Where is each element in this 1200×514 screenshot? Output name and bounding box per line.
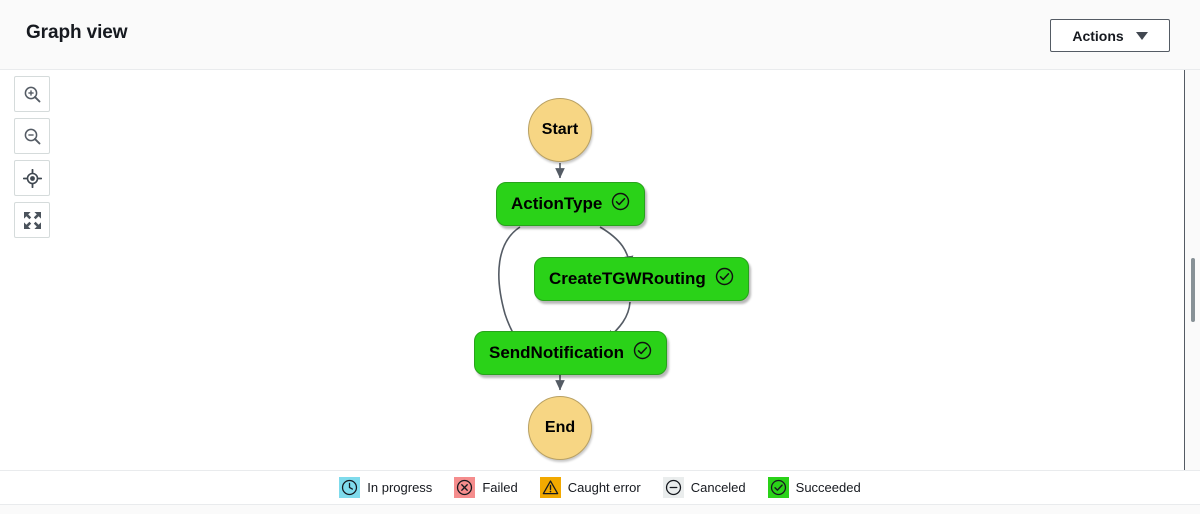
page-title: Graph view [26,22,128,43]
canvas-scrollbar-thumb[interactable] [1191,258,1195,322]
graph-node-sendnotification-label: SendNotification [489,343,625,362]
graph-node-start[interactable]: Start [528,98,592,162]
legend-item-caught-error: Caught error [539,477,641,498]
zoom-in-button[interactable] [14,76,50,112]
legend-label-caught-error: Caught error [567,480,641,495]
legend-label-in-progress: In progress [367,480,433,495]
chevron-down-icon [1135,31,1148,40]
minus-circle-icon [662,477,684,498]
status-legend: In progress Failed Caught error [0,470,1200,504]
center-focus-icon [22,168,42,188]
legend-item-in-progress: In progress [339,477,432,498]
zoom-out-button[interactable] [14,118,50,154]
clock-icon [339,477,361,498]
canvas-scrollbar-track[interactable] [1184,70,1200,470]
legend-label-canceled: Canceled [690,480,746,495]
fullscreen-icon [23,211,42,230]
actions-button[interactable]: Actions [1050,19,1170,52]
legend-item-succeeded: Succeeded [767,477,861,498]
graph-node-createtgwrouting[interactable]: CreateTGWRouting [534,257,749,301]
zoom-toolbar [14,76,50,238]
graph-node-start-label: Start [541,121,579,138]
check-circle-icon [611,192,630,216]
graph-node-sendnotification[interactable]: SendNotification [474,331,668,375]
x-circle-icon [454,477,476,498]
graph-canvas[interactable]: Start ActionType CreateTGWRouting SendNo… [0,70,1200,470]
legend-label-failed: Failed [482,480,518,495]
check-circle-icon [767,477,789,498]
zoom-out-icon [23,127,42,146]
check-circle-icon [633,341,652,365]
graph-node-createtgwrouting-label: CreateTGWRouting [549,269,706,288]
center-button[interactable] [14,160,50,196]
graph-node-actiontype[interactable]: ActionType [496,182,646,226]
warning-triangle-icon [539,477,561,498]
actions-button-label: Actions [1072,27,1124,44]
graph-node-actiontype-label: ActionType [511,194,603,213]
zoom-in-icon [23,85,42,104]
edge-actiontype-to-sendnotification [498,226,521,343]
graph-node-end-label: End [544,419,576,436]
check-circle-icon [715,267,734,291]
legend-item-failed: Failed [454,477,518,498]
graph-node-end[interactable]: End [528,396,592,460]
footer-strip [0,504,1200,514]
panel-header: Graph view Actions [0,0,1200,70]
legend-label-succeeded: Succeeded [795,480,861,495]
fullscreen-button[interactable] [14,202,50,238]
legend-item-canceled: Canceled [662,477,746,498]
